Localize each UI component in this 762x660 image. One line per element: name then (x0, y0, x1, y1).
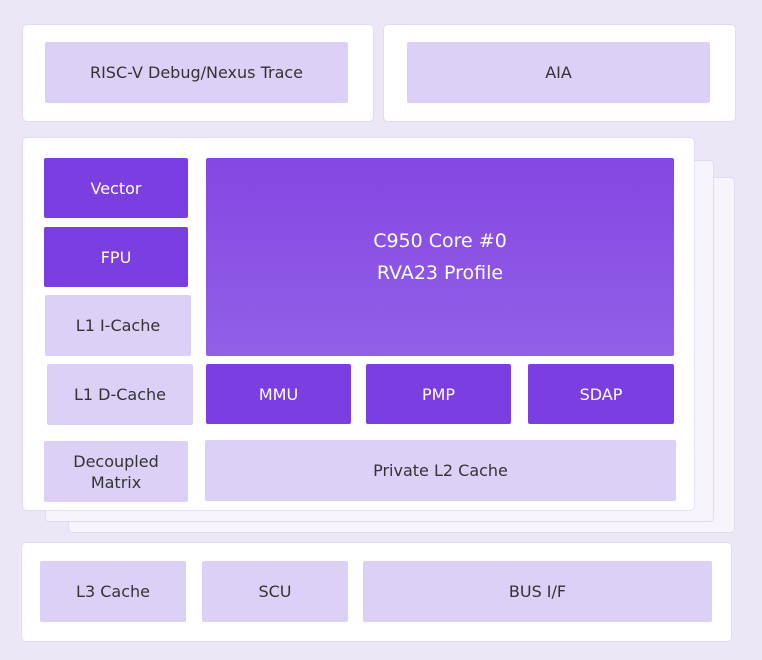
pmp-label: PMP (421, 384, 456, 404)
l3-cache-block: L3 Cache (40, 561, 186, 622)
l3-cache-label: L3 Cache (76, 582, 150, 601)
bus-if-block: BUS I/F (363, 561, 712, 622)
aia-block: AIA (407, 42, 710, 103)
bus-if-label: BUS I/F (508, 582, 567, 601)
mmu-label: MMU (258, 384, 299, 404)
core-title: C950 Core #0 (373, 230, 507, 252)
core-profile: RVA23 Profile (376, 262, 504, 284)
debug-trace-block: RISC-V Debug/Nexus Trace (45, 42, 348, 103)
vector-label: Vector (90, 178, 142, 198)
scu-label: SCU (258, 582, 292, 601)
l1-icache-label: L1 I-Cache (75, 316, 161, 335)
mmu-block: MMU (206, 364, 351, 424)
fpu-block: FPU (44, 227, 188, 287)
scu-block: SCU (202, 561, 348, 622)
fpu-label: FPU (100, 247, 132, 267)
pmp-block: PMP (366, 364, 511, 424)
vector-block: Vector (44, 158, 188, 218)
decoupled-matrix-block: Decoupled Matrix (44, 441, 188, 502)
decoupled-matrix-label-line2: Matrix (90, 472, 142, 492)
private-l2-cache-label: Private L2 Cache (373, 461, 508, 480)
l1-icache-block: L1 I-Cache (45, 295, 191, 356)
private-l2-cache-block: Private L2 Cache (205, 440, 676, 501)
decoupled-matrix-label-line1: Decoupled (73, 451, 159, 471)
aia-label: AIA (545, 63, 572, 82)
sdap-label: SDAP (579, 384, 623, 404)
l1-dcache-label: L1 D-Cache (73, 385, 167, 404)
sdap-block: SDAP (528, 364, 674, 424)
l1-dcache-block: L1 D-Cache (47, 364, 193, 425)
core-block: C950 Core #0 RVA23 Profile (206, 158, 674, 356)
debug-trace-label: RISC-V Debug/Nexus Trace (89, 63, 304, 82)
